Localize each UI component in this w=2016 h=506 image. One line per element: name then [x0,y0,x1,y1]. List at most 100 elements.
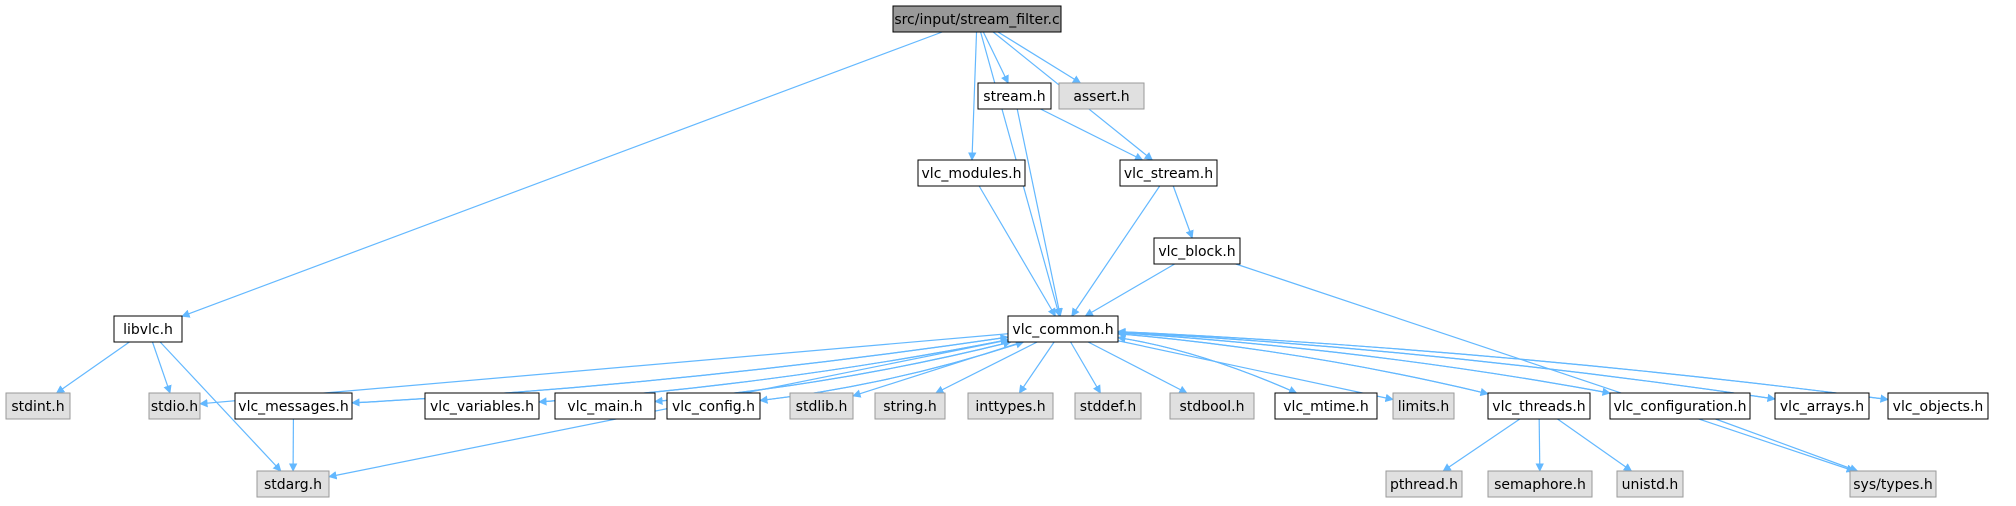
node-label: vlc_block.h [1158,244,1235,260]
node-box [1007,315,1119,343]
node-label: assert.h [1073,89,1129,105]
node-label: vlc_mtime.h [1283,399,1368,415]
node-label: vlc_configuration.h [1613,399,1746,415]
edge-vlc_mtime-to-vlc_common [1117,334,1297,394]
edge-vlc_common-to-vlc_threads [1117,333,1489,397]
node-label: stream.h [983,89,1045,105]
edge-vlc_arrays-to-vlc_common [1117,328,1776,400]
node-vlc-messages[interactable]: vlc_messages.h [234,392,353,420]
node-label: limits.h [1398,399,1449,415]
node-label: vlc_main.h [567,399,642,415]
node-root[interactable]: src/input/stream_filter.c [892,5,1062,33]
node-label: vlc_variables.h [430,399,534,415]
node-box [1487,470,1593,498]
edge-root-to-stream [982,31,1009,84]
node-vlc-stream[interactable]: vlc_stream.h [1119,159,1218,187]
node-vlc-common[interactable]: vlc_common.h [1007,315,1119,343]
node-label: pthread.h [1390,477,1458,493]
node-stdarg: stdarg.h [256,470,330,498]
node-box [1169,392,1255,420]
node-box [874,392,946,420]
node-box [424,392,540,420]
node-label: vlc_threads.h [1492,399,1585,415]
node-label: vlc_messages.h [238,399,348,415]
node-box [967,392,1054,420]
node-vlc-config[interactable]: vlc_config.h [666,392,761,420]
node-vlc-threads[interactable]: vlc_threads.h [1487,392,1591,420]
node-box [1153,237,1241,265]
node-label: stddef.h [1080,399,1136,415]
node-vlc-block[interactable]: vlc_block.h [1153,237,1241,265]
node-box [1274,392,1378,420]
node-label: inttypes.h [975,399,1045,415]
node-stddef: stddef.h [1074,392,1142,420]
node-label: semaphore.h [1494,477,1586,493]
edge-vlc_config-to-vlc_common [759,340,1025,402]
node-string: string.h [874,392,946,420]
node-semaphore: semaphore.h [1487,470,1593,498]
edge-vlc_block-to-vlc_common [1084,263,1175,317]
node-label: vlc_common.h [1012,322,1113,338]
node-inttypes: inttypes.h [967,392,1054,420]
node-assert: assert.h [1058,82,1145,110]
node-label: src/input/stream_filter.c [894,12,1059,28]
edges-layer [55,31,1889,480]
node-stream[interactable]: stream.h [977,82,1052,110]
edge-vlc_threads-to-pthread [1442,418,1521,472]
edge-vlc_threads-to-unistd [1557,418,1633,472]
node-label: string.h [883,399,937,415]
node-stdint: stdint.h [5,392,71,420]
edge-root-to-assert [997,31,1082,84]
node-box [977,82,1052,110]
edge-vlc_stream-to-vlc_block [1172,185,1194,239]
node-label: stdio.h [151,399,198,415]
node-sys-types: sys/types.h [1849,470,1937,498]
edge-vlc_stream-to-vlc_common [1071,185,1161,317]
node-label: stdbool.h [1180,399,1245,415]
node-label: stdint.h [11,399,64,415]
node-vlc-arrays[interactable]: vlc_arrays.h [1774,392,1870,420]
node-box [256,470,330,498]
edge-vlc_common-to-stddef [1070,341,1101,394]
node-vlc-mtime[interactable]: vlc_mtime.h [1274,392,1378,420]
node-vlc-main[interactable]: vlc_main.h [554,392,656,420]
node-vlc-objects[interactable]: vlc_objects.h [1887,392,1989,420]
edge-vlc_common-to-inttypes [1018,341,1055,394]
edge-vlc_modules-to-vlc_common [978,185,1056,317]
node-label: vlc_config.h [672,399,755,415]
node-box [1774,392,1870,420]
node-unistd: unistd.h [1616,470,1684,498]
edge-vlc_common-to-limits [1117,340,1394,403]
node-libvlc[interactable]: libvlc.h [113,315,183,343]
node-label: vlc_arrays.h [1780,399,1864,415]
node-box [148,392,201,420]
node-label: vlc_objects.h [1893,399,1984,415]
edge-libvlc-to-stdarg [159,341,282,472]
node-stdio: stdio.h [148,392,201,420]
node-label: sys/types.h [1853,477,1932,493]
node-pthread: pthread.h [1385,470,1463,498]
node-box [234,392,353,420]
node-box [1849,470,1937,498]
node-stdbool: stdbool.h [1169,392,1255,420]
edge-vlc_common-to-string [935,341,1038,394]
edge-vlc_common-to-stdbool [1087,341,1188,394]
node-label: vlc_stream.h [1124,166,1213,182]
node-box [1616,470,1684,498]
node-box [917,159,1026,187]
node-label: stdlib.h [796,399,848,415]
node-box [554,392,656,420]
edge-vlc_common-to-vlc_arrays [1117,331,1776,403]
node-vlc-configuration[interactable]: vlc_configuration.h [1609,392,1751,420]
edge-vlc_threads-to-vlc_common [1117,330,1489,395]
node-stdlib: stdlib.h [789,392,854,420]
node-vlc-modules[interactable]: vlc_modules.h [917,159,1026,187]
node-label: unistd.h [1622,477,1679,493]
edge-root-to-libvlc [181,31,943,318]
node-box [1887,392,1989,420]
node-vlc-variables[interactable]: vlc_variables.h [424,392,540,420]
node-box [892,5,1062,33]
edge-stream-to-vlc_stream [1040,108,1144,161]
edge-vlc_configuration-to-sys_types [1715,418,1859,473]
node-box [1074,392,1142,420]
